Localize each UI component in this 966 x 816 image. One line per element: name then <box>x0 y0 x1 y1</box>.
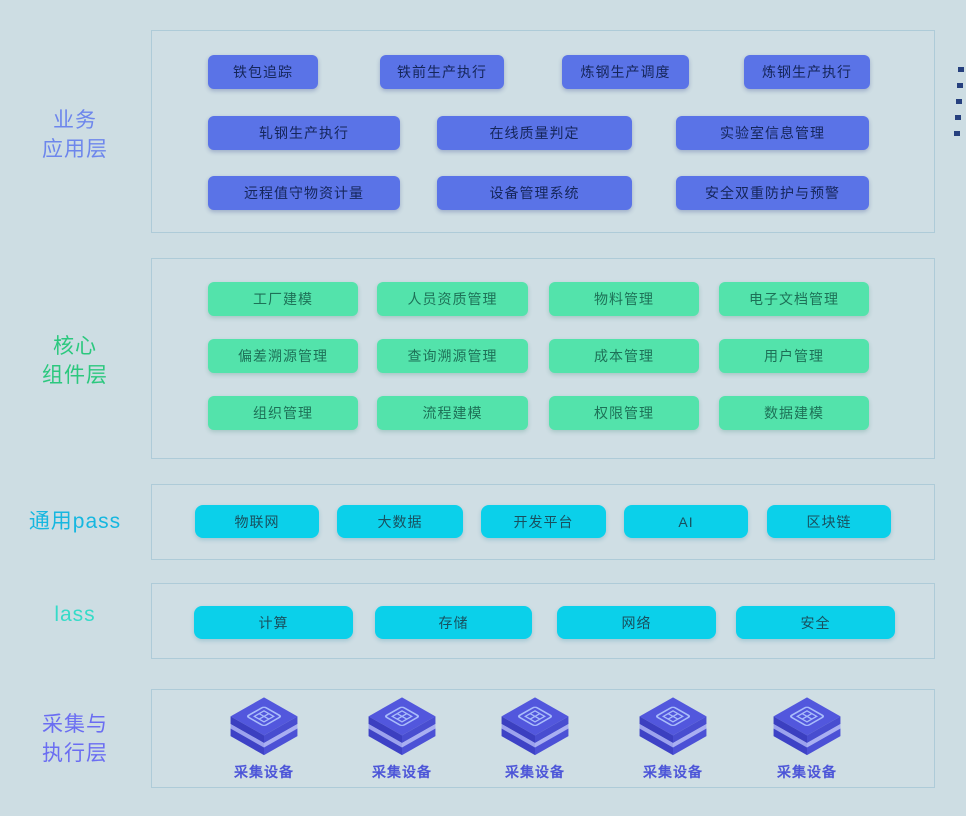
layer-label-line: 采集与 <box>42 713 108 736</box>
collection-device: 采集设备 <box>219 694 309 782</box>
collection-device: 采集设备 <box>762 694 852 782</box>
core-component-button[interactable]: 查询溯源管理 <box>377 339 528 373</box>
collection-device-label: 采集设备 <box>505 764 565 780</box>
layer-label-line: 业务 <box>53 109 97 132</box>
core-component-button[interactable]: 偏差溯源管理 <box>208 339 358 373</box>
paas-button[interactable]: 大数据 <box>337 505 463 538</box>
layer-label-line: 核心 <box>53 335 97 358</box>
collection-device-label: 采集设备 <box>372 764 432 780</box>
paas-button[interactable]: 物联网 <box>195 505 319 538</box>
decor-square-icon <box>957 83 963 88</box>
collection-device-cube-icon <box>639 697 707 756</box>
core-component-button[interactable]: 物料管理 <box>549 282 699 316</box>
core-component-button[interactable]: 数据建模 <box>719 396 869 430</box>
layer-label-line: 应用层 <box>42 138 108 162</box>
iaas-button[interactable]: 网络 <box>557 606 716 639</box>
core-component-button[interactable]: 流程建模 <box>377 396 528 430</box>
collection-device-cube-icon <box>773 697 841 756</box>
iaas-button[interactable]: 存储 <box>375 606 532 639</box>
core-component-button[interactable]: 成本管理 <box>549 339 699 373</box>
collection-device-cube-icon <box>501 697 569 756</box>
business-app-button[interactable]: 铁包追踪 <box>208 55 318 89</box>
decor-square-icon <box>955 115 961 120</box>
business-app-button[interactable]: 炼钢生产执行 <box>744 55 870 89</box>
collection-device-cube-icon <box>230 697 298 756</box>
collection-device-label: 采集设备 <box>643 764 703 780</box>
layer-label-line: 通用pass <box>28 510 122 533</box>
business-app-button[interactable]: 铁前生产执行 <box>380 55 504 89</box>
business-app-button[interactable]: 远程值守物资计量 <box>208 176 400 210</box>
iaas-button[interactable]: 安全 <box>736 606 895 639</box>
core-component-button[interactable]: 人员资质管理 <box>377 282 528 316</box>
core-component-button[interactable]: 组织管理 <box>208 396 358 430</box>
layer-label-iaas: lass <box>0 600 150 629</box>
core-component-button[interactable]: 用户管理 <box>719 339 869 373</box>
collection-device: 采集设备 <box>490 694 580 782</box>
decor-square-icon <box>956 99 962 104</box>
core-component-button[interactable]: 电子文档管理 <box>719 282 869 316</box>
layer-label-business-application: 业务 应用层 <box>0 106 150 165</box>
layer-label-line: 执行层 <box>42 742 108 766</box>
paas-button[interactable]: 开发平台 <box>481 505 606 538</box>
paas-button[interactable]: 区块链 <box>767 505 891 538</box>
collection-device-label: 采集设备 <box>234 764 294 780</box>
core-component-button[interactable]: 权限管理 <box>549 396 699 430</box>
layer-label-common-paas: 通用pass <box>0 507 150 536</box>
collection-device: 采集设备 <box>628 694 718 782</box>
business-app-button[interactable]: 安全双重防护与预警 <box>676 176 869 210</box>
layer-label-collection-execution: 采集与 执行层 <box>0 710 150 769</box>
iaas-button[interactable]: 计算 <box>194 606 353 639</box>
decor-square-icon <box>958 67 964 72</box>
layer-label-core-components: 核心 组件层 <box>0 332 150 391</box>
business-app-button[interactable]: 实验室信息管理 <box>676 116 869 150</box>
collection-device-cube-icon <box>368 697 436 756</box>
collection-device-label: 采集设备 <box>777 764 837 780</box>
business-app-button[interactable]: 设备管理系统 <box>437 176 632 210</box>
business-app-button[interactable]: 轧钢生产执行 <box>208 116 400 150</box>
layer-label-line: 组件层 <box>42 364 108 388</box>
paas-button[interactable]: AI <box>624 505 748 538</box>
layer-label-line: lass <box>54 603 96 626</box>
core-component-button[interactable]: 工厂建模 <box>208 282 358 316</box>
business-app-button[interactable]: 在线质量判定 <box>437 116 632 150</box>
business-app-button[interactable]: 炼钢生产调度 <box>562 55 689 89</box>
collection-device: 采集设备 <box>357 694 447 782</box>
decor-square-icon <box>954 131 960 136</box>
